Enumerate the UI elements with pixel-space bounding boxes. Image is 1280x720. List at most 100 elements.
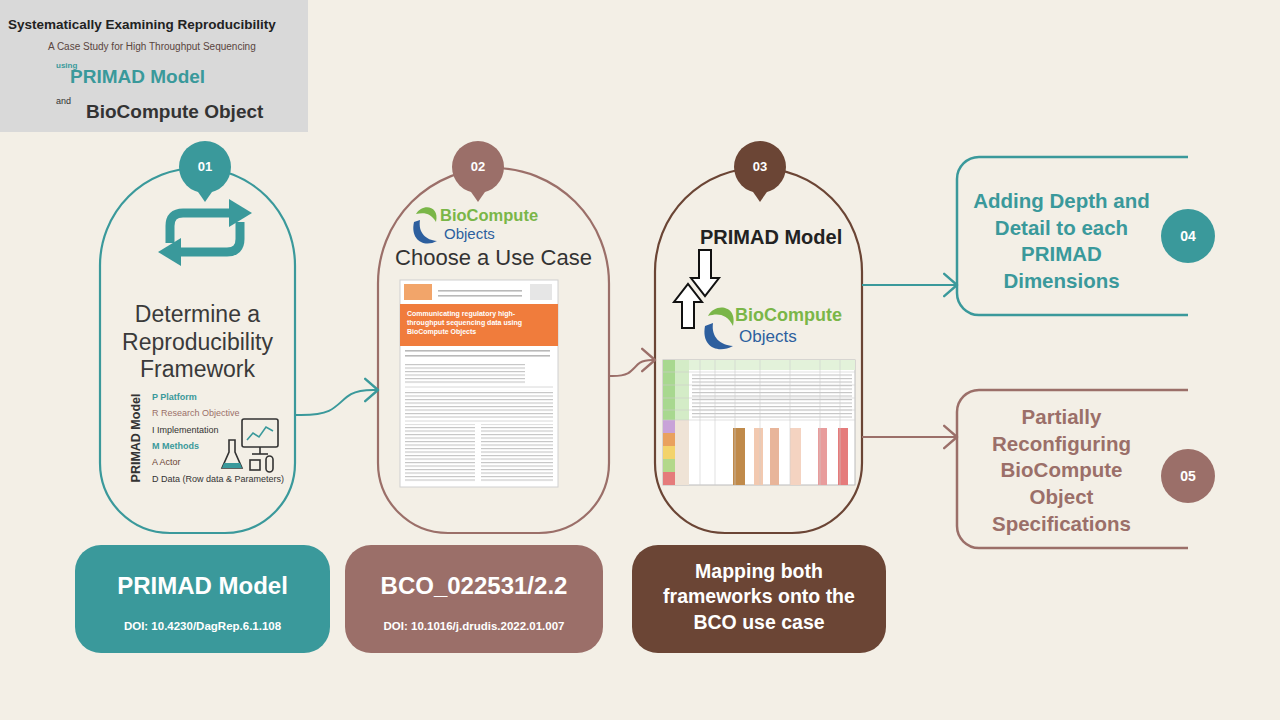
flow-arrow [862, 284, 957, 286]
mapping-table-thumbnail [663, 360, 855, 485]
repeat-arc [178, 222, 240, 252]
table-cell [663, 459, 675, 472]
table-cell [675, 360, 689, 420]
summary-box: Mapping both frameworks onto the BCO use… [632, 545, 886, 653]
text-lines [405, 350, 550, 360]
outcome-box: Adding Depth and Detail to each PRIMAD D… [957, 157, 1188, 315]
table-grid [663, 360, 855, 485]
table-text [692, 374, 852, 418]
logo-word: Objects [739, 327, 797, 347]
badge-circle [179, 141, 231, 193]
logo-word: BioCompute [440, 206, 538, 226]
doi-text: DOI: 10.4230/DagRep.6.1.108 [75, 620, 330, 634]
object-name: BioCompute Object [86, 101, 263, 124]
up-arrow-symbol [674, 284, 702, 328]
monitor-stand [252, 453, 268, 455]
publisher-logo [404, 284, 432, 300]
logo-word: BioCompute [735, 305, 842, 327]
step-heading: Determine a Reproducibility Framework [100, 301, 295, 384]
reference-name: BCO_022531/2.2 [345, 572, 603, 601]
monitor-stand [259, 447, 261, 454]
step-capsule-outline [378, 168, 609, 533]
dimension-item: I Implementation [152, 425, 219, 436]
text-lines [405, 424, 475, 482]
step-number: 04 [1161, 228, 1215, 245]
logo-mark [416, 207, 437, 222]
table-cell [663, 420, 675, 433]
dimension-item: P Platform [152, 392, 197, 403]
title-panel-fill [0, 0, 308, 132]
outcome-box-outline [957, 390, 1188, 548]
step-badge: 05 [1161, 449, 1215, 503]
text-lines [438, 287, 522, 297]
text-lines [405, 363, 525, 385]
repeat-arrowhead [229, 199, 252, 227]
subtitle-text: A Case Study for High Throughput Sequenc… [48, 41, 256, 53]
rule [405, 387, 553, 388]
table-band [790, 428, 801, 485]
dimension-item: M Methods [152, 441, 199, 452]
table-frame [663, 360, 855, 485]
journal-cover [530, 284, 552, 300]
beaker [250, 460, 260, 470]
flow-arrow [295, 390, 378, 415]
step-badge: 04 [1161, 209, 1215, 263]
reference-box: PRIMAD ModelDOI: 10.4230/DagRep.6.1.108 [75, 545, 330, 653]
step-summary: Mapping both frameworks onto the BCO use… [654, 559, 864, 635]
badge-circle [1161, 209, 1215, 263]
reference-box-fill [345, 545, 603, 653]
table-cell [663, 360, 675, 420]
table-band [818, 428, 827, 485]
flow-arrow [609, 360, 655, 376]
paper-page [400, 280, 558, 487]
reference-name: PRIMAD Model [75, 572, 330, 601]
outcome-text: Adding Depth and Detail to each PRIMAD D… [969, 188, 1154, 295]
step-capsule: BioComputeObjectsChoose a Use Case02Comm… [378, 168, 609, 533]
title-panel: Systematically Examining Reproducibility… [0, 0, 308, 132]
table-cell [663, 472, 675, 485]
step-capsule-shape [655, 168, 862, 533]
table-cell [663, 446, 675, 459]
paper-title: Communicating regulatory high-throughput… [407, 310, 549, 336]
table-band [838, 428, 848, 485]
outcome-box-outline [957, 157, 1188, 315]
step-badge: 02 [452, 141, 504, 193]
logo-mark [413, 220, 437, 244]
repeat-arrowhead [158, 238, 181, 266]
table-band [770, 428, 779, 485]
step-number: 03 [734, 159, 786, 175]
flow-arrow [862, 436, 957, 438]
table-header [689, 360, 855, 370]
flask-liquid [222, 463, 242, 468]
framework-name: PRIMAD Model [700, 225, 842, 249]
chart-line [247, 427, 273, 440]
badge-circle [734, 141, 786, 193]
step-capsule-outline [100, 168, 295, 533]
paper-title-band: Communicating regulatory high-throughput… [400, 304, 558, 346]
paper-thumbnail [400, 280, 558, 487]
step-capsule: PRIMAD ModelBioComputeObjects03 [655, 168, 862, 533]
flask [222, 440, 242, 468]
step-badge: 01 [179, 141, 231, 193]
step-badge: 03 [734, 141, 786, 193]
table-band [754, 428, 763, 485]
dimension-item: D Data (Row data & Parameters) [152, 474, 284, 485]
dimension-item: A Actor [152, 457, 181, 468]
step-number: 05 [1161, 468, 1215, 485]
doi-text: DOI: 10.1016/j.drudis.2022.01.007 [345, 620, 603, 634]
dimension-item: R Research Objective [152, 408, 240, 419]
step-number: 01 [179, 159, 231, 175]
badge-circle [452, 141, 504, 193]
logo-mark [708, 307, 734, 326]
joining-word: and [56, 96, 71, 107]
logo-word: Objects [444, 225, 495, 243]
repeat-arc [170, 213, 232, 243]
table-cell [663, 433, 675, 446]
table-cell [675, 420, 689, 485]
lab-icon [222, 419, 278, 472]
summary-box-fill [632, 545, 886, 653]
text-lines [405, 390, 553, 418]
step-heading: Choose a Use Case [378, 245, 609, 271]
